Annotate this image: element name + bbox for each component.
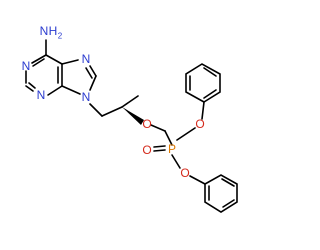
purine-bonds	[25, 39, 97, 96]
bond-o-ch2	[150, 124, 166, 132]
bond-n7-c8	[89, 65, 97, 77]
atom-n7: N	[82, 52, 91, 66]
atom-amine-h-count: 2	[58, 32, 63, 41]
bond-p-o2	[171, 154, 181, 169]
bond-n7-c8-double	[85, 67, 93, 79]
bond-ch-ch3	[121, 95, 139, 108]
atom-labels: N H 2 N N N N O P O O O	[22, 24, 205, 180]
phenyl-lower-double-3	[221, 178, 235, 187]
bond-c5-n7	[61, 59, 79, 65]
bond-n9-ch2	[89, 103, 103, 117]
phenyl-upper-double-3	[203, 89, 217, 99]
bond-ch2-p	[164, 130, 173, 146]
bond-o2-ph2	[189, 175, 206, 185]
bond-c6-n1-double	[32, 58, 45, 67]
bond-o1-ph1	[201, 101, 205, 120]
phenyl-lower-hexagon	[204, 174, 238, 213]
side-chain-bonds	[89, 95, 173, 146]
atom-ester-o1: O	[195, 117, 204, 131]
bond-p-oxo	[153, 145, 166, 148]
atom-amine-h: H	[49, 24, 58, 38]
bond-ch2-ch	[101, 106, 123, 117]
bond-c5-c6	[45, 54, 63, 65]
atom-oxo-o: O	[142, 143, 151, 157]
phenyl-upper-double-2	[203, 67, 217, 77]
bond-c2-n3-double	[28, 82, 36, 89]
atom-amine-n: N	[40, 24, 49, 38]
bond-n9-c4	[61, 85, 81, 95]
bond-p-oxo-double	[153, 149, 166, 152]
chemical-structure: N H 2 N N N N O P O O O	[22, 24, 238, 213]
atom-ether-o: O	[142, 117, 151, 131]
bond-p-o1	[176, 127, 196, 141]
bond-n3-c4	[47, 85, 63, 96]
atom-n9: N	[82, 90, 91, 104]
phenyl-ring-lower	[189, 174, 238, 213]
bond-c6-n1	[31, 54, 47, 64]
atom-ester-o2: O	[180, 166, 189, 180]
bond-ch-o-wedge	[122, 107, 144, 125]
phenyl-lower-double-2	[222, 199, 235, 208]
bond-c8-n9	[89, 75, 97, 91]
phenyl-upper-hexagon	[185, 63, 221, 103]
atom-phosphorus: P	[168, 142, 176, 156]
atom-n3: N	[37, 88, 46, 102]
phenyl-ring-upper	[185, 63, 221, 120]
phosphonate-bonds	[153, 127, 196, 169]
atom-n1: N	[22, 59, 31, 73]
bond-c2-n3	[25, 85, 34, 92]
